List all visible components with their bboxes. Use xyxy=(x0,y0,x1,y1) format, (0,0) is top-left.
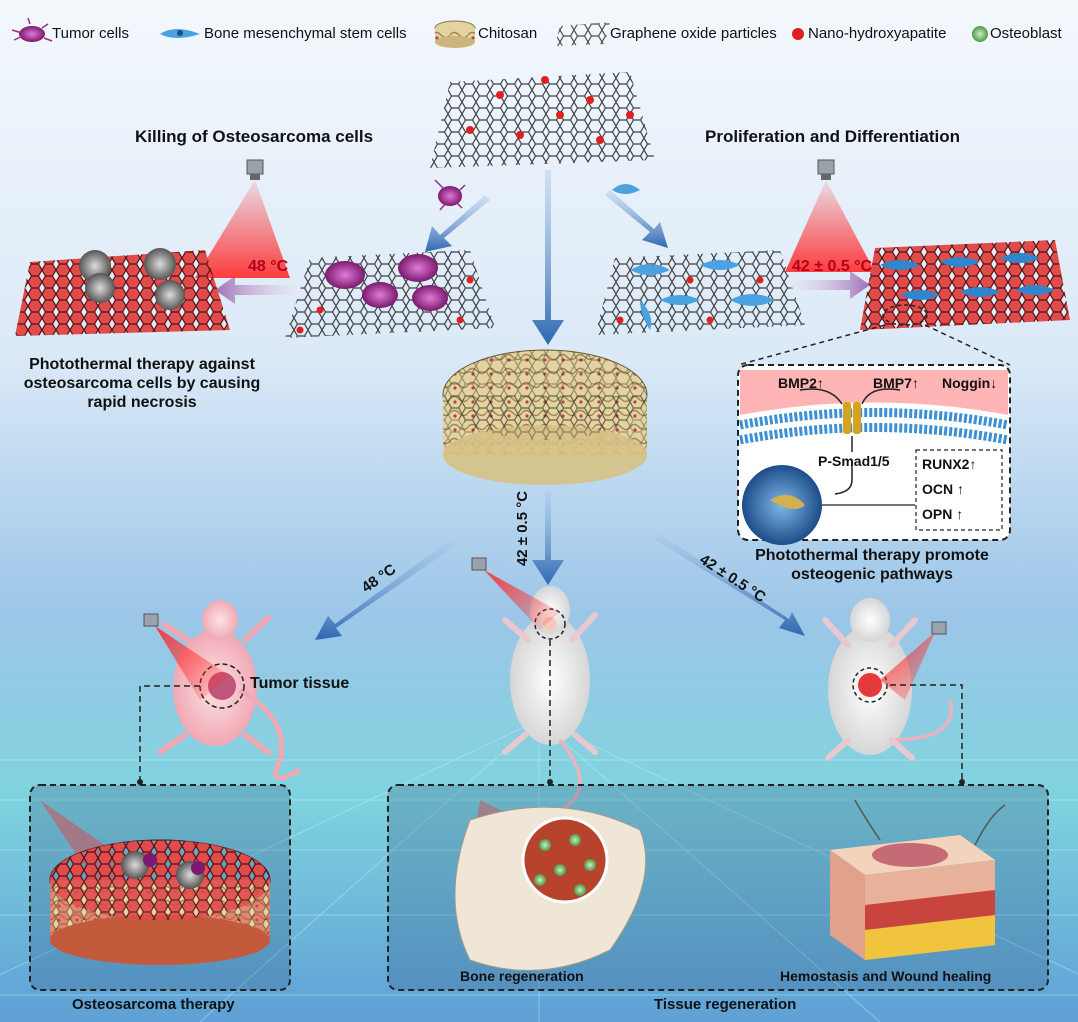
heated-tumor-sheet xyxy=(15,248,230,336)
arrow-to-tumor-mouse xyxy=(315,540,455,640)
top-graphene-sheet xyxy=(430,72,655,168)
down-arrow-center xyxy=(532,170,564,345)
right-branch-temp: 42 ± 0.5 °C xyxy=(792,258,873,275)
arrow-to-heated-tumor xyxy=(215,276,300,304)
laser-beam-right xyxy=(785,180,875,272)
pathway-noggin: Noggin↓ xyxy=(942,375,998,391)
bmsc-icon-arrow xyxy=(612,184,640,194)
left-branch-caption: Photothermal therapy against osteosarcom… xyxy=(23,356,261,411)
arrow-center-temp: 42 ± 0.5 °C xyxy=(514,490,532,567)
arrow-to-tumor-sheet xyxy=(425,195,490,252)
legend-osteoblast: Osteoblast xyxy=(990,25,1062,42)
laser-emitter-right-icon xyxy=(817,159,835,180)
tumor-cell-legend-icon xyxy=(11,17,53,42)
laser-emitter-mouse-right-icon xyxy=(931,621,947,635)
pathway-smad: P-Smad1/5 xyxy=(818,453,890,469)
pathway-runx2: RUNX2↑ xyxy=(922,456,977,472)
legend-bmsc: Bone mesenchymal stem cells xyxy=(204,25,407,42)
graphene-oxide-legend-icon xyxy=(555,22,610,46)
skin-wound-illustration xyxy=(830,799,1006,960)
bmsc-graphene-sheet xyxy=(595,250,805,335)
nano-hydroxyapatite-legend-icon xyxy=(792,28,804,40)
laser-beam-left xyxy=(195,180,290,278)
laser-beam-mouse-left xyxy=(155,626,230,700)
osteogenic-pathway-box xyxy=(737,364,1011,545)
laser-beam-mouse-right xyxy=(880,632,935,700)
tumor-graphene-sheet xyxy=(285,250,495,338)
laser-emitter-mouse-center-icon xyxy=(471,557,487,571)
tumor-cell-icon-arrow xyxy=(434,179,466,211)
white-mouse-right xyxy=(822,598,954,761)
laser-beam-mouse-center xyxy=(484,570,560,630)
osteosarcoma-therapy-label: Osteosarcoma therapy xyxy=(72,996,235,1013)
arrow-to-center-mouse xyxy=(532,490,564,585)
arrow-to-wound-mouse xyxy=(655,534,805,636)
wound-healing-label: Hemostasis and Wound healing xyxy=(780,968,992,984)
receptor-icon xyxy=(843,402,861,434)
legend-tumor-cells: Tumor cells xyxy=(52,25,129,42)
bmsc-legend-icon xyxy=(160,29,200,38)
chitosan-legend-icon xyxy=(434,20,476,48)
legend-chitosan: Chitosan xyxy=(478,25,538,42)
arrow-to-bmsc-sheet xyxy=(605,190,668,248)
skull-bone-illustration xyxy=(454,800,647,971)
osteoblast-legend-icon xyxy=(972,26,988,42)
pathway-bmp7: BMP7↑ xyxy=(873,375,919,391)
laser-emitter-mouse-left-icon xyxy=(143,613,159,627)
pathway-ocn: OCN ↑ xyxy=(922,481,964,497)
composite-scaffold xyxy=(442,349,648,485)
tumor-tissue-label: Tumor tissue xyxy=(250,675,350,692)
left-branch-title: Killing of Osteosarcoma cells xyxy=(135,127,374,146)
pathway-opn: OPN ↑ xyxy=(922,506,964,522)
left-branch-temp: 48 °C xyxy=(248,258,289,275)
laser-emitter-left-icon xyxy=(246,159,264,180)
legend-nano-hydroxyapatite: Nano-hydroxyapatite xyxy=(808,25,947,42)
heated-bmsc-sheet xyxy=(860,240,1070,330)
osteosarcoma-scaffold-illustration xyxy=(40,800,271,965)
connector-lines xyxy=(139,640,963,780)
pathway-bmp2: BMP2↑ xyxy=(778,375,824,391)
right-branch-caption: Photothermal therapy promote osteogenic … xyxy=(755,547,989,583)
tissue-regeneration-label: Tissue regeneration xyxy=(654,996,797,1013)
arrow-to-heated-bmsc xyxy=(790,271,870,299)
legend-graphene-oxide: Graphene oxide particles xyxy=(610,25,777,42)
bone-regeneration-label: Bone regeneration xyxy=(460,968,584,984)
right-branch-title: Proliferation and Differentiation xyxy=(705,127,961,146)
